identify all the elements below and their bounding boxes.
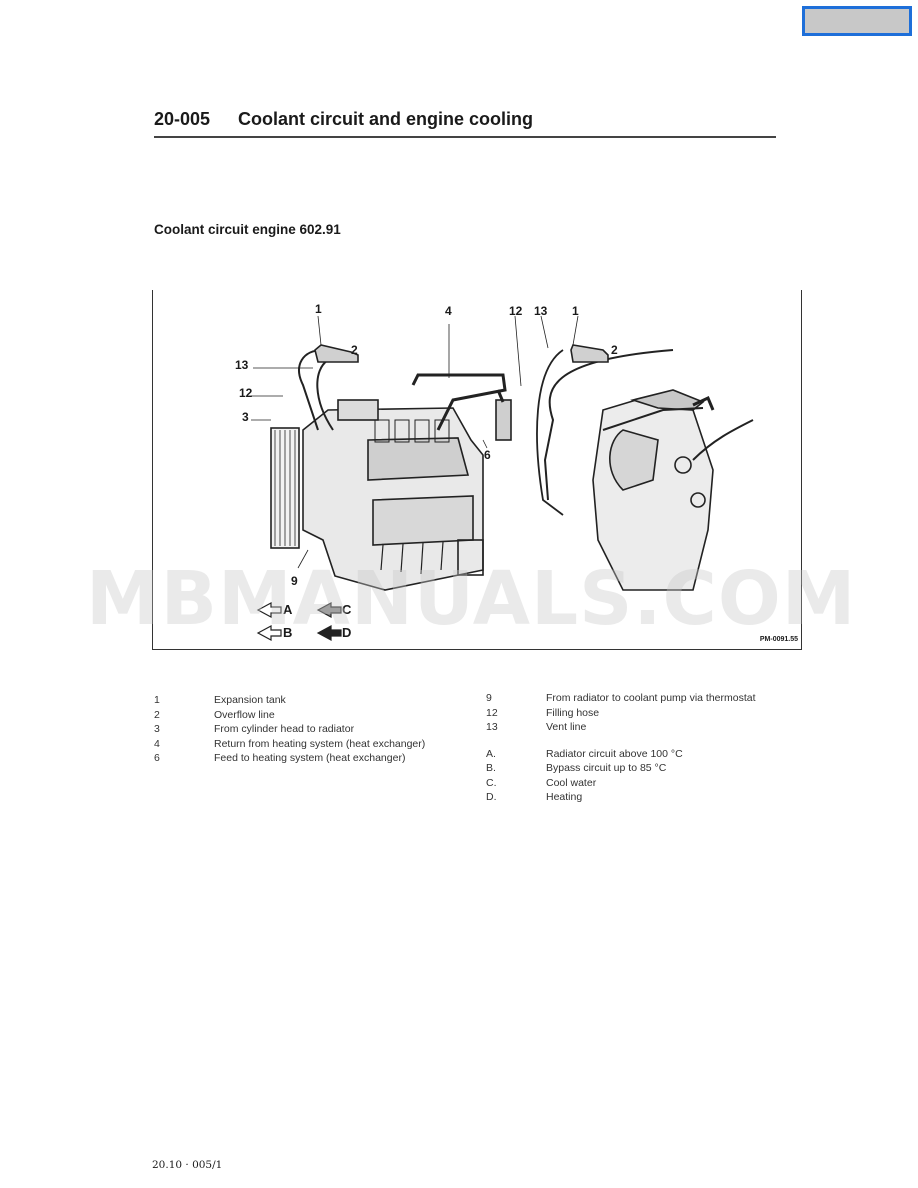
callout-1-left: 1: [315, 302, 322, 316]
flow-key-a: A: [283, 602, 293, 617]
callout-13-right: 13: [534, 304, 548, 318]
section-title: Coolant circuit engine 602.91: [154, 222, 341, 237]
figure-reference: PM-0091.55: [759, 636, 798, 643]
callout-4: 4: [445, 304, 452, 318]
flow-key-d: D: [342, 625, 352, 640]
flow-key-b: B: [283, 625, 293, 640]
callout-13-left: 13: [235, 358, 249, 372]
callout-2-left: 2: [351, 343, 358, 357]
callout-12-right: 12: [509, 304, 523, 318]
callout-3: 3: [242, 410, 249, 424]
callout-1-right: 1: [572, 304, 579, 318]
coolant-circuit-figure: 1 2 13 12 3 4 6 9 12 13 1 2 A B C D PM-0…: [152, 290, 802, 650]
callout-9: 9: [291, 574, 298, 588]
page-footer: 20.10 · 005/1: [152, 1159, 223, 1171]
page-nav-button[interactable]: [802, 6, 912, 36]
engine-diagram: [251, 315, 754, 642]
section-code: 20-005: [154, 109, 211, 129]
header-rule: [154, 136, 776, 138]
callout-2-right: 2: [611, 343, 618, 357]
page-title: Coolant circuit and engine cooling: [238, 109, 534, 129]
callout-12-left: 12: [239, 386, 253, 400]
flow-key-c: C: [342, 602, 352, 617]
callout-6: 6: [484, 448, 491, 462]
